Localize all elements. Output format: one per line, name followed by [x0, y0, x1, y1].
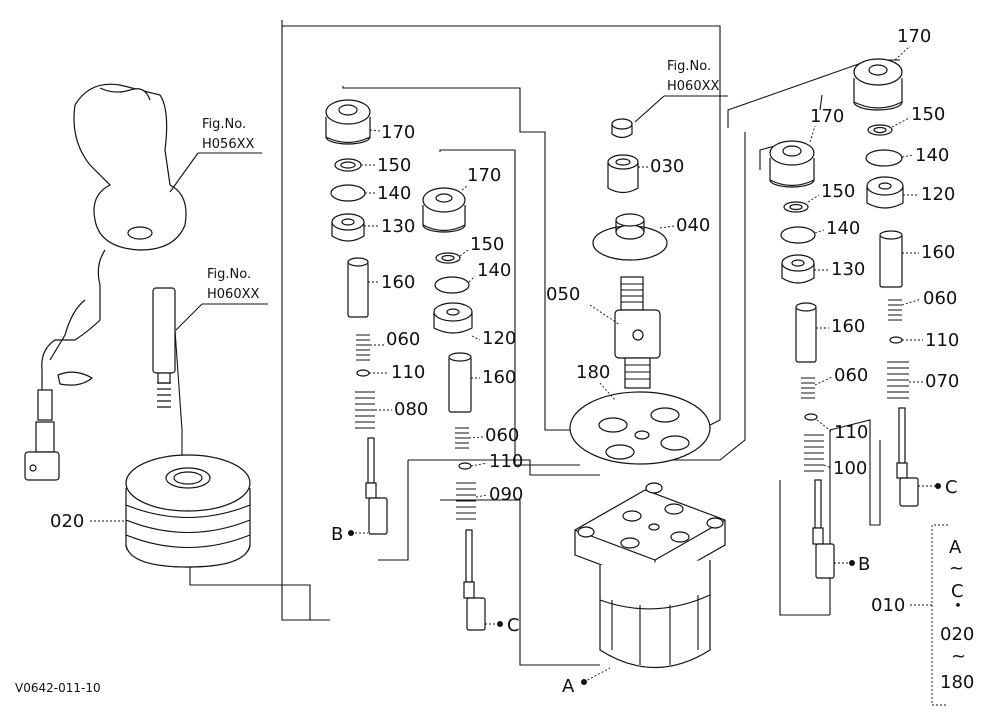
bracket-010: 010 A ~ C ・ 020 ~ 180: [871, 524, 974, 706]
bracket-line: ・: [949, 596, 967, 617]
fig-ref-h060xx-left: Fig.No. H060XX: [175, 267, 268, 331]
part-label-030: 030: [650, 156, 684, 177]
bracket-line: 020: [940, 624, 974, 645]
bracket-010-label: 010: [871, 595, 905, 616]
column-4-parts: [853, 58, 919, 507]
bracket-line: A: [949, 537, 962, 558]
part-label-120: 120: [921, 184, 955, 205]
part-label-140: 140: [377, 183, 411, 204]
part-label-100: 100: [833, 458, 867, 479]
fig-ref-h056xx: Fig.No. H056XX: [169, 117, 262, 193]
part-label-150: 150: [470, 234, 504, 255]
leader-lines-col1: [361, 129, 392, 411]
part-label-130: 130: [381, 216, 415, 237]
part-label-130: 130: [831, 259, 865, 280]
fig-ref-label: Fig.No.: [202, 117, 246, 132]
part-label-170: 170: [381, 122, 415, 143]
fig-ref-number: H056XX: [202, 137, 254, 152]
fig-ref-label: Fig.No.: [667, 59, 711, 74]
part-label-120: 120: [482, 328, 516, 349]
fig-ref-number: H060XX: [667, 79, 719, 94]
part-label-180: 180: [576, 362, 610, 383]
part-label-090: 090: [489, 484, 523, 505]
leader-lines-col4: [891, 45, 923, 383]
part-label-110: 110: [925, 330, 959, 351]
leader-lines-center: [589, 166, 675, 401]
ref-label-a: A: [562, 676, 575, 697]
part-label-020: 020: [50, 511, 84, 532]
part-a-valve-body: [574, 482, 726, 669]
part-label-170: 170: [897, 26, 931, 47]
fig-ref-number: H060XX: [207, 287, 259, 302]
fig-ref-label: Fig.No.: [207, 267, 251, 282]
part-label-060: 060: [386, 329, 420, 350]
part-label-140: 140: [915, 145, 949, 166]
ref-label-b-left: B: [331, 524, 343, 545]
part-label-160: 160: [831, 316, 865, 337]
column-3-parts: [769, 140, 835, 579]
part-label-170: 170: [467, 165, 501, 186]
part-label-170: 170: [810, 106, 844, 127]
lever-housing-assembly: [24, 83, 187, 481]
drawing-code: V0642-011-10: [15, 681, 101, 695]
part-020-boot: [125, 454, 251, 568]
bracket-line: ~: [949, 558, 964, 579]
column-1-parts: [325, 99, 388, 535]
part-label-110: 110: [834, 422, 868, 443]
part-label-060: 060: [923, 288, 957, 309]
part-label-150: 150: [377, 155, 411, 176]
part-label-150: 150: [821, 181, 855, 202]
spring-rod-left: [152, 287, 176, 408]
part-label-110: 110: [391, 362, 425, 383]
bracket-line: 180: [940, 672, 974, 693]
part-label-140: 140: [477, 260, 511, 281]
part-label-060: 060: [834, 365, 868, 386]
assembly-lines: [174, 20, 900, 666]
column-2-parts: [422, 187, 486, 631]
bracket-line: C: [951, 581, 964, 602]
part-label-150: 150: [911, 104, 945, 125]
leader-lines-col2: [459, 185, 488, 498]
ref-label-c-left: C: [507, 615, 520, 636]
part-label-160: 160: [921, 242, 955, 263]
part-label-060: 060: [485, 425, 519, 446]
part-label-080: 080: [394, 399, 428, 420]
center-column-parts: [569, 118, 711, 465]
part-label-110: 110: [489, 451, 523, 472]
leader-lines-col3: [807, 125, 833, 469]
part-label-160: 160: [381, 272, 415, 293]
fig-ref-h060xx-top: Fig.No. H060XX: [634, 59, 728, 123]
part-label-140: 140: [826, 218, 860, 239]
part-label-050: 050: [546, 284, 580, 305]
ref-label-c-right: C: [945, 477, 958, 498]
part-label-040: 040: [676, 215, 710, 236]
part-label-070: 070: [925, 371, 959, 392]
part-label-160: 160: [482, 367, 516, 388]
bracket-line: ~: [951, 646, 966, 667]
ref-label-b-right: B: [858, 554, 870, 575]
